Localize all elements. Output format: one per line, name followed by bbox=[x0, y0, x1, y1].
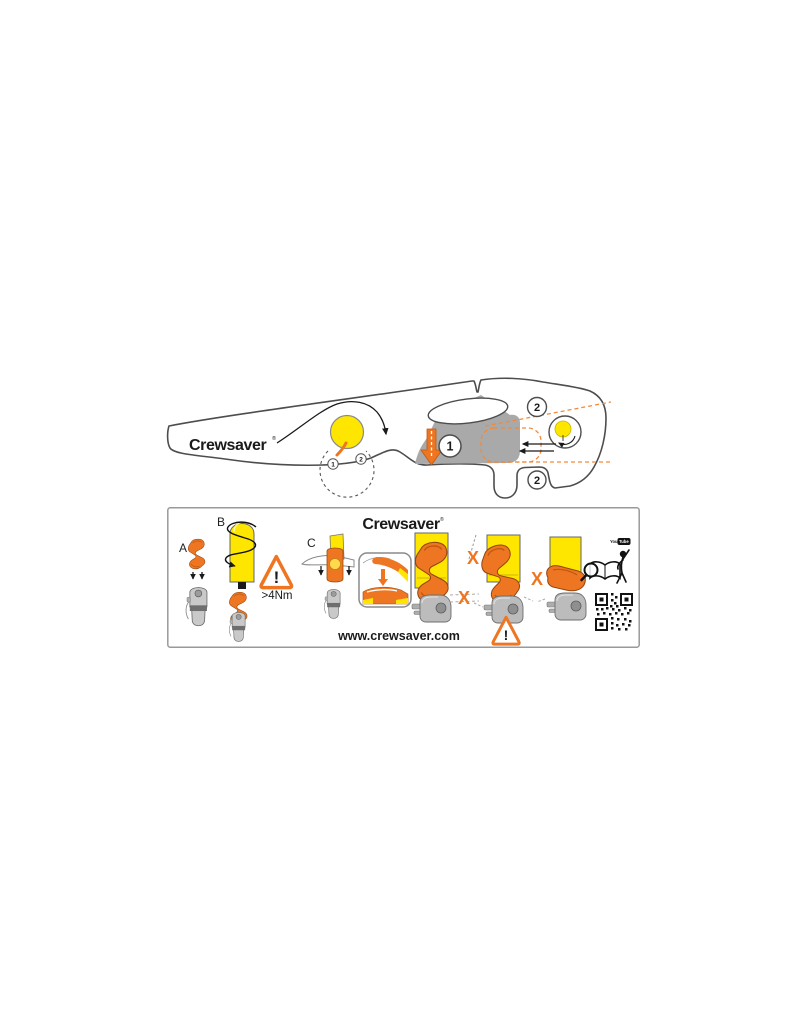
qr-code bbox=[595, 593, 633, 631]
step-a-label: A bbox=[179, 541, 187, 555]
step-c-assembly bbox=[301, 533, 355, 619]
mini-lever-indicator bbox=[335, 441, 348, 457]
instruction-panel: Crewsaver ® A B ! >4Nm bbox=[167, 507, 640, 648]
callout-1: 1 bbox=[447, 440, 454, 454]
wrong-mark-2: X bbox=[467, 548, 479, 568]
brand-registered-mark: ® bbox=[272, 435, 276, 442]
hidden-outline-diagonal bbox=[484, 401, 612, 427]
assembly-unit-1 bbox=[411, 532, 480, 623]
assembly-warning-mark: ! bbox=[504, 627, 509, 643]
inflator-position-dot bbox=[329, 414, 365, 450]
mini-callout-1: 1 bbox=[331, 461, 335, 468]
firing-head-dot bbox=[554, 420, 572, 438]
wrong-mark-1: X bbox=[458, 588, 470, 608]
mini-callout-2: 2 bbox=[359, 456, 363, 463]
assembly-unit-3 bbox=[536, 536, 587, 621]
step-a-fit-arrows bbox=[190, 572, 205, 580]
oval-cutout bbox=[427, 397, 509, 425]
panel-brand-logo: Crewsaver bbox=[362, 516, 440, 533]
youtube-you-label: You bbox=[610, 539, 618, 544]
torque-warning-mark: ! bbox=[274, 568, 280, 587]
mini-callout-1-circle bbox=[327, 458, 339, 470]
wrong-mark-3: X bbox=[531, 569, 543, 589]
mini-callout-2-circle bbox=[355, 453, 367, 465]
brand-logo: Crewsaver bbox=[189, 437, 267, 454]
assembly-unit-2 bbox=[468, 534, 534, 624]
callout-2-bottom-circle bbox=[527, 470, 547, 490]
lifejacket-bladder-diagram: Crewsaver ® 1 2 1 2 2 bbox=[166, 377, 613, 499]
youtube-icon: You Tube bbox=[610, 538, 631, 545]
callout-1-circle bbox=[438, 434, 462, 458]
insert-direction-arrow bbox=[420, 428, 443, 466]
rotation-arrow bbox=[276, 401, 389, 444]
screw-in-arrow bbox=[224, 521, 257, 568]
co2-cylinder bbox=[229, 521, 255, 589]
panel-brand-registered-mark: ® bbox=[440, 516, 444, 523]
step-c-label: C bbox=[307, 536, 316, 550]
callout-2-top: 2 bbox=[534, 402, 540, 414]
rotation-dashed-arc bbox=[319, 450, 375, 498]
detail-inset bbox=[358, 552, 412, 608]
marker-rotate-arrow bbox=[558, 435, 576, 448]
video-figure-icon bbox=[616, 549, 630, 584]
website-url: www.crewsaver.com bbox=[337, 629, 460, 643]
youtube-tube-label: Tube bbox=[619, 539, 629, 544]
callout-2-top-circle bbox=[526, 396, 548, 418]
read-manual-icon bbox=[580, 561, 621, 582]
step-b-label: B bbox=[217, 515, 225, 529]
callout-2-bottom: 2 bbox=[534, 475, 540, 487]
torque-value: >4Nm bbox=[262, 590, 293, 602]
